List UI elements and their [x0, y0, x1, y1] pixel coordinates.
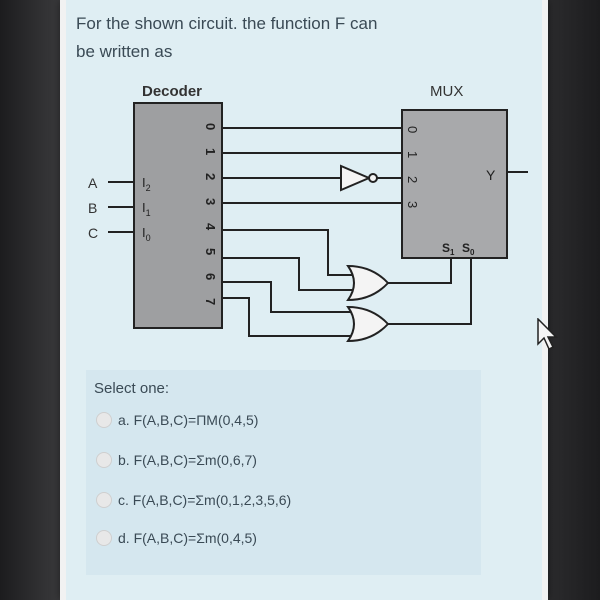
mux-input-2: 2: [405, 176, 420, 183]
mouse-cursor-icon: [537, 318, 558, 351]
decoder-output-2: 2: [203, 173, 218, 180]
decoder-output-3: 3: [203, 198, 218, 205]
option-a-radio[interactable]: [96, 412, 112, 428]
or-gate-lower: [346, 305, 390, 343]
buffer-gate: [340, 164, 372, 192]
decoder-input-i1: I1: [142, 200, 151, 218]
question-line-1: For the shown circuit. the function F ca…: [76, 14, 378, 33]
option-d-label: d. F(A,B,C)=Σm(0,4,5): [118, 530, 257, 546]
option-c[interactable]: c. F(A,B,C)=Σm(0,1,2,3,5,6): [96, 487, 291, 513]
mux-input-0: 0: [405, 126, 420, 133]
inverter-bubble: [368, 173, 378, 183]
mux-block: [401, 109, 508, 259]
quiz-page: For the shown circuit. the function F ca…: [60, 0, 548, 600]
mux-select-s0: S0: [462, 241, 475, 257]
decoder-output-0: 0: [203, 123, 218, 130]
or-gate-upper: [346, 264, 390, 302]
question-card: For the shown circuit. the function F ca…: [66, 0, 542, 600]
input-signal-c: C: [88, 225, 98, 241]
option-a-label: a. F(A,B,C)=ΠM(0,4,5): [118, 412, 259, 428]
option-c-label: c. F(A,B,C)=Σm(0,1,2,3,5,6): [118, 492, 292, 508]
option-a[interactable]: a. F(A,B,C)=ΠM(0,4,5): [96, 407, 258, 433]
mux-input-1: 1: [405, 151, 420, 158]
circuit-wires: [222, 127, 528, 337]
decoder-output-1: 1: [203, 148, 218, 155]
option-b[interactable]: b. F(A,B,C)=Σm(0,6,7): [96, 447, 257, 473]
decoder-block: [133, 102, 223, 329]
mux-output-label: Y: [486, 167, 496, 183]
photo-bezel-right: [540, 0, 600, 600]
decoder-input-i0: I0: [142, 225, 151, 243]
decoder-output-labels: 0 1 2 3 4 5 6 7: [203, 123, 218, 305]
input-signal-a: A: [88, 175, 98, 191]
mux-label: MUX: [430, 83, 463, 100]
input-signal-b: B: [88, 200, 97, 216]
question-line-2: be written as: [76, 42, 173, 61]
decoder-output-6: 6: [203, 273, 218, 280]
decoder-label: Decoder: [142, 83, 202, 100]
option-b-radio[interactable]: [96, 452, 112, 468]
decoder-output-4: 4: [203, 223, 218, 231]
option-b-label: b. F(A,B,C)=Σm(0,6,7): [118, 452, 257, 468]
option-d[interactable]: d. F(A,B,C)=Σm(0,4,5): [96, 525, 257, 551]
input-wires: [108, 181, 134, 233]
select-one-prompt: Select one:: [94, 380, 170, 397]
answer-options-panel: Select one: a. F(A,B,C)=ΠM(0,4,5) b. F(A…: [86, 370, 481, 575]
circuit-diagram: Decoder MUX A B C I2 I1 I0 0 1 2: [88, 83, 528, 343]
question-text: For the shown circuit. the function F ca…: [76, 10, 456, 66]
option-d-radio[interactable]: [96, 530, 112, 546]
mux-select-s1: S1: [442, 241, 455, 257]
mux-input-3: 3: [405, 201, 420, 208]
option-c-radio[interactable]: [96, 492, 112, 508]
mux-input-labels: 0 1 2 3: [405, 126, 420, 208]
photo-bezel-left: [0, 0, 60, 600]
decoder-input-i2: I2: [142, 175, 151, 193]
decoder-output-5: 5: [203, 248, 218, 255]
decoder-output-7: 7: [203, 298, 218, 305]
